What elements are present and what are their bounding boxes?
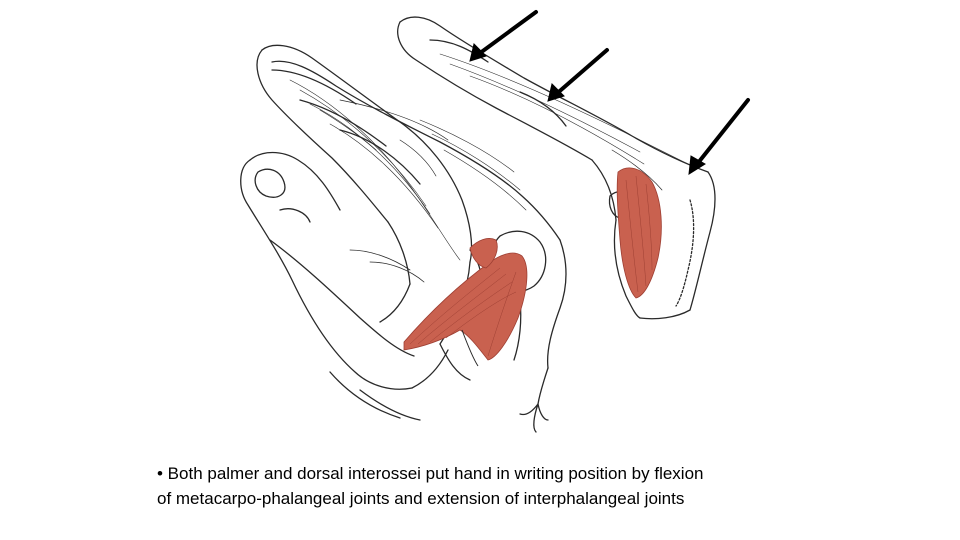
arrow-icon (469, 10, 538, 62)
caption-line: • Both palmer and dorsal interossei put … (157, 464, 704, 483)
pointer-arrows (469, 10, 750, 175)
caption-line: of metacarpo-phalangeal joints and exten… (157, 489, 685, 508)
caption: • Both palmer and dorsal interossei put … (157, 461, 857, 511)
right-finger-outline (397, 16, 716, 320)
middle-finger-outline (271, 60, 567, 433)
interossei-muscles (403, 167, 662, 367)
left-hand-outline (240, 44, 473, 421)
arrow-icon (547, 48, 609, 102)
arrow-icon (688, 98, 750, 175)
hand-anatomy-illustration (240, 10, 750, 433)
